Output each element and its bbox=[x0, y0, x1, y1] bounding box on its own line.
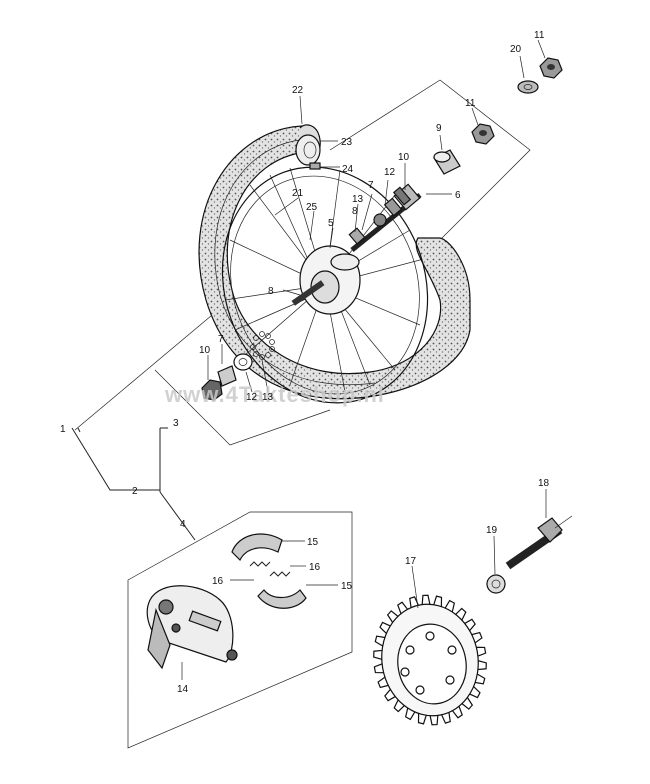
axle-nut-top bbox=[539, 57, 563, 79]
label-5: 5 bbox=[328, 218, 334, 229]
spring-16-left bbox=[249, 561, 271, 567]
label-15-top: 15 bbox=[307, 537, 319, 548]
label-16-left: 16 bbox=[212, 576, 224, 587]
label-18: 18 bbox=[538, 478, 550, 489]
inner-tube bbox=[295, 124, 321, 170]
label-22: 22 bbox=[292, 85, 304, 96]
sprocket-bolt bbox=[505, 515, 573, 570]
cone-7 bbox=[217, 365, 237, 387]
label-8-left: 8 bbox=[268, 286, 274, 297]
label-12-right: 12 bbox=[384, 167, 396, 178]
sprocket bbox=[373, 594, 487, 726]
label-4: 4 bbox=[180, 519, 186, 530]
label-1: 1 bbox=[60, 424, 66, 435]
label-25: 25 bbox=[306, 202, 318, 213]
brake-shoe-upper bbox=[231, 533, 283, 562]
label-13-right: 13 bbox=[352, 194, 364, 205]
label-20: 20 bbox=[510, 44, 522, 55]
label-6: 6 bbox=[455, 190, 461, 201]
label-12-left: 12 bbox=[246, 392, 258, 403]
watermark: www.4Takteshop.nl bbox=[164, 382, 385, 407]
label-7-left: 7 bbox=[218, 334, 224, 345]
label-2: 2 bbox=[132, 486, 138, 497]
right-cone-parts bbox=[348, 186, 412, 245]
spring-16-right bbox=[269, 571, 291, 577]
label-23: 23 bbox=[341, 137, 353, 148]
nut-10-left bbox=[201, 379, 223, 401]
label-14: 14 bbox=[177, 684, 189, 695]
label-7-right: 7 bbox=[368, 180, 374, 191]
brake-plate bbox=[146, 585, 238, 670]
label-3: 3 bbox=[173, 418, 179, 429]
label-19: 19 bbox=[486, 525, 498, 536]
label-11-top: 11 bbox=[534, 30, 545, 41]
ball-bearings-13 bbox=[250, 331, 275, 360]
washer-20 bbox=[517, 80, 539, 94]
label-10-right: 10 bbox=[398, 152, 410, 163]
brake-shoe-lower bbox=[257, 589, 307, 609]
label-21: 21 bbox=[292, 188, 304, 199]
brake-group-outline bbox=[127, 511, 353, 749]
axle-nut-right bbox=[471, 123, 495, 145]
label-13-left: 13 bbox=[262, 392, 274, 403]
assembly-bracket bbox=[71, 427, 196, 541]
label-24: 24 bbox=[342, 164, 354, 175]
wheel-group-outline bbox=[74, 79, 531, 446]
hub bbox=[291, 245, 361, 315]
label-15-bottom: 15 bbox=[341, 581, 353, 592]
label-17: 17 bbox=[405, 556, 417, 567]
collar bbox=[433, 149, 461, 175]
label-16-right: 16 bbox=[309, 562, 321, 573]
part-labels: 22 23 24 21 25 5 13 8 7 12 10 6 9 11 20 … bbox=[60, 30, 550, 695]
washer-19 bbox=[486, 574, 506, 594]
label-9: 9 bbox=[436, 123, 442, 134]
tire bbox=[198, 125, 471, 400]
label-10-left: 10 bbox=[199, 345, 211, 356]
leader-lines bbox=[181, 39, 547, 680]
label-8-right: 8 bbox=[352, 206, 358, 217]
bearing-ring-12 bbox=[233, 353, 253, 371]
label-11-right: 11 bbox=[465, 98, 476, 109]
